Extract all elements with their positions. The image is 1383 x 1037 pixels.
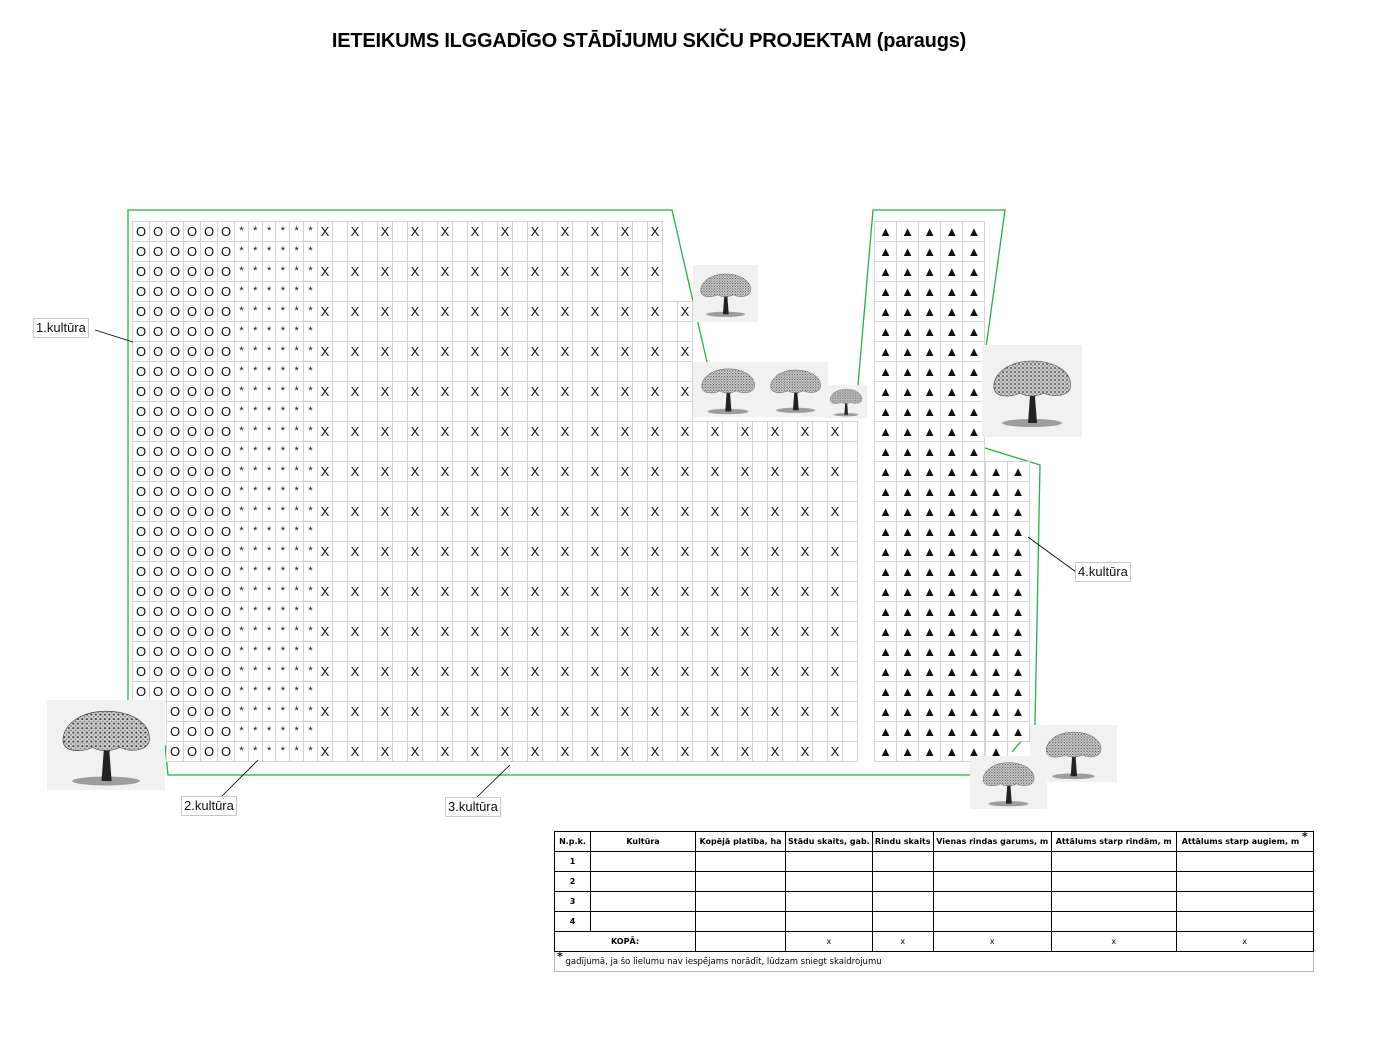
table-row: 4 [554,911,1314,932]
cell[interactable] [590,851,696,872]
culture-4-cell: ▲ [918,401,942,422]
cell[interactable] [695,891,786,912]
cell[interactable] [932,871,1052,892]
cell[interactable] [871,911,934,932]
footnote: * gadījumā, ja šo lielumu nav iespējams … [554,949,1314,972]
culture-4-cell: ▲ [918,381,942,402]
cell[interactable] [1050,911,1177,932]
culture-4-cell: ▲ [940,361,964,382]
row-number: 1 [554,851,591,872]
header-row-count: Rindu skaits [871,831,934,852]
table-header-row: N.p.k. Kultūra Kopējā platība, ha Stādu … [554,830,1314,852]
culture-4-cell: ▲ [874,461,897,482]
culture-4-cell: ▲ [896,281,920,302]
cell[interactable] [1175,891,1314,912]
culture-3-cell: X [677,341,693,362]
footnote-row: * gadījumā, ja šo lielumu nav iespējams … [554,949,1314,972]
cell[interactable] [590,891,696,912]
cell[interactable] [785,891,873,912]
total-mark: x [871,931,934,952]
label-culture-2: 2.kultūra [181,796,237,816]
cell[interactable] [871,891,934,912]
culture-4-cell: ▲ [940,461,964,482]
tree-image [693,362,763,417]
culture-4-cell: ▲ [962,441,986,462]
summary-table: N.p.k. Kultūra Kopējā platība, ha Stādu … [554,831,1314,972]
row-number: 4 [554,911,591,932]
cell[interactable] [932,891,1052,912]
cell[interactable] [932,911,1052,932]
culture-4-cell: ▲ [918,341,942,362]
page-title: IETEIKUMS ILGGADĪGO STĀDĪJUMU SKIČU PROJ… [331,30,967,52]
cell[interactable] [785,851,873,872]
total-label: KOPĀ: [554,931,696,952]
cell[interactable] [1175,911,1314,932]
cell[interactable] [785,911,873,932]
table-row: 3 [554,891,1314,912]
culture-4-cell: ▲ [896,321,920,342]
culture-4-cell: ▲ [918,441,942,462]
total-mark: x [1175,931,1314,952]
cell[interactable] [1175,851,1314,872]
cell[interactable] [1050,871,1177,892]
header-culture: Kultūra [590,831,696,852]
culture-4-cell: ▲ [962,321,986,342]
total-row: KOPĀ: x x x x x [554,931,1314,952]
row-number: 2 [554,871,591,892]
footnote-text: gadījumā, ja šo lielumu nav iespējams no… [565,956,882,967]
cell[interactable] [695,871,786,892]
cell[interactable] [590,871,696,892]
culture-3-cell: X [647,221,663,242]
table-row: 2 [554,871,1314,892]
cell[interactable] [1050,851,1177,872]
tree-image [693,265,758,322]
tree-image [982,345,1082,437]
tree-image [970,756,1047,809]
culture-4-cell: ▲ [896,241,920,262]
culture-4-cell: ▲ [874,401,897,422]
cell[interactable] [1050,891,1177,912]
cell[interactable] [695,851,786,872]
cell[interactable] [695,911,786,932]
header-row-length: Vienas rindas garums, m [932,831,1052,852]
tree-image [47,700,165,790]
culture-4-cell: ▲ [896,381,920,402]
tree-image [825,385,867,418]
cell[interactable] [871,871,934,892]
header-npk: N.p.k. [554,831,591,852]
header-row-spacing: Attālums starp rindām, m [1050,831,1177,852]
culture-4-cell: ▲ [962,381,986,402]
cell[interactable] [785,871,873,892]
culture-4-cell: ▲ [918,421,942,442]
culture-4-cell: ▲ [940,281,964,302]
header-area: Kopējā platība, ha [695,831,786,852]
cell[interactable] [695,931,786,952]
label-culture-4: 4.kultūra [1075,562,1131,582]
header-plant-spacing: Attālums starp augiem, m * [1175,830,1314,852]
label-culture-1: 1.kultūra [33,318,89,338]
row-number: 3 [554,891,591,912]
total-mark: x [785,931,873,952]
asterisk-mark: * [1301,830,1308,843]
cell[interactable] [1175,871,1314,892]
header-plant-count: Stādu skaits, gab. [785,831,873,852]
header-plant-spacing-text: Attālums starp augiem, m [1181,837,1300,846]
total-mark: x [932,931,1052,952]
culture-4-cell: ▲ [962,221,986,242]
culture-4-cell: ▲ [874,441,897,462]
total-mark: x [1050,931,1177,952]
table-row: 1 [554,851,1314,872]
footnote-mark: * [557,949,563,963]
cell[interactable] [932,851,1052,872]
cell[interactable] [871,851,934,872]
cell[interactable] [590,911,696,932]
culture-3-cell: X [647,261,663,282]
culture-4-cell: ▲ [896,421,920,442]
label-culture-3: 3.kultūra [445,797,501,817]
culture-4-cell: ▲ [918,221,942,242]
culture-4-cell: ▲ [940,381,964,402]
culture-4-cell: ▲ [962,301,986,322]
tree-image [763,362,828,417]
